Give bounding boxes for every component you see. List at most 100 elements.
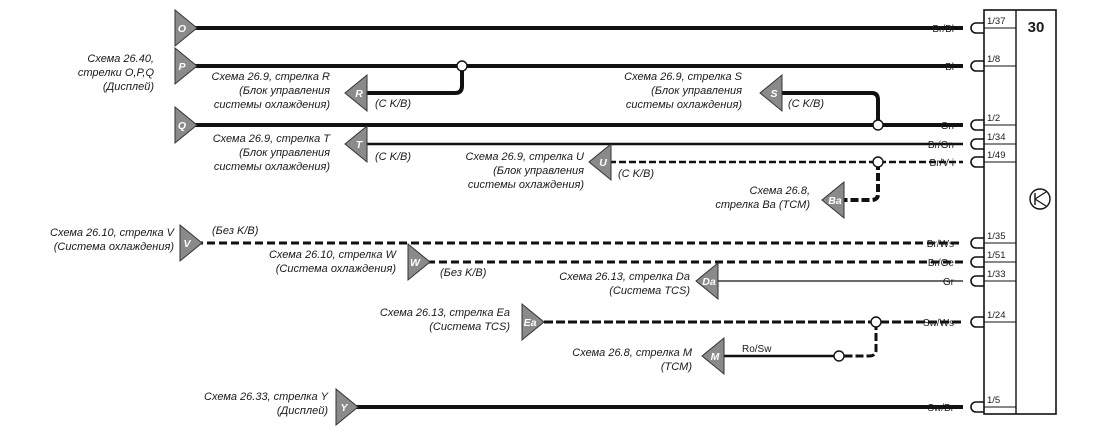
- arrow-Da: Da: [695, 261, 719, 301]
- pin-label: 1/35: [987, 231, 1006, 242]
- pin-label: 1/2: [987, 113, 1000, 124]
- note-M: Схема 26.8, стрелка M (TCM): [572, 347, 693, 373]
- pin-label: 1/33: [987, 269, 1006, 280]
- note-text: стрелка Ba (TCM): [715, 199, 810, 211]
- note-text: (Блок управления: [493, 165, 584, 177]
- note-text: (Блок управления: [239, 85, 330, 97]
- wire-O: Br/Bl: [192, 22, 984, 35]
- wire-T: Br/Gn: [365, 138, 984, 151]
- note-text: стрелки O,P,Q: [78, 67, 155, 79]
- arrow-label: Ea: [524, 317, 537, 329]
- wire-W: Br/Ge: [427, 256, 984, 269]
- pin-Q: 1/2: [984, 113, 1016, 126]
- note-text: (Без K/B): [440, 267, 487, 279]
- note-R: Схема 26.9, стрелка R (Блок управления с…: [212, 71, 412, 111]
- pin-label: 1/49: [987, 150, 1006, 161]
- arrow-label: S: [770, 88, 777, 100]
- note-text: (Без K/B): [212, 225, 259, 237]
- note-text: системы охлаждения): [214, 99, 330, 111]
- wire-U: Br/V i: [609, 156, 984, 169]
- note-text: (С K/B): [788, 98, 824, 110]
- wire-color-label: Br/Bl: [932, 24, 954, 35]
- note-text: Схема 26.9, стрелка T: [213, 133, 332, 145]
- note-S: Схема 26.9, стрелка S (Блок управления с…: [624, 71, 824, 111]
- note-text: (Блок управления: [651, 85, 742, 97]
- arrow-label: P: [178, 61, 186, 73]
- arrow-Y: Y: [335, 387, 359, 426]
- wire-color-label: Gn: [941, 121, 954, 132]
- note-Da: Схема 26.13, стрелка Da (Система TCS): [559, 271, 690, 297]
- arrow-label: T: [356, 139, 364, 151]
- note-text: Схема 26.10, стрелка W: [269, 249, 398, 261]
- arrow-label: Q: [178, 120, 186, 132]
- branch-S: [782, 91, 884, 131]
- note-T: Схема 26.9, стрелка T (Блок управления с…: [213, 133, 412, 173]
- arrow-label: M: [711, 351, 720, 363]
- branch-M: Ro/Sw: [724, 316, 882, 362]
- pin-Ea: 1/24: [984, 310, 1016, 323]
- note-text: (Система TCS): [609, 285, 690, 297]
- note-text: Схема 26.13, стрелка Ea: [380, 307, 510, 319]
- pin-O: 1/37: [984, 16, 1016, 29]
- note-text: системы охлаждения): [468, 179, 584, 191]
- wire-color-label: Br/Gn: [928, 140, 954, 151]
- arrow-U: U: [588, 142, 612, 182]
- arrow-Q: Q: [174, 105, 198, 145]
- arrow-Ea: Ea: [521, 302, 545, 342]
- connector-label: 30: [1028, 19, 1045, 36]
- arrow-V: V: [179, 223, 203, 263]
- note-text: Схема 26.9, стрелка R: [212, 71, 331, 83]
- arrow-label: V: [183, 238, 191, 250]
- note-text: (Дисплей): [103, 81, 155, 93]
- note-text: (Дисплей): [277, 405, 329, 417]
- wire-Q: Gn: [192, 119, 984, 132]
- note-text: (С K/B): [375, 98, 411, 110]
- note-Ba: Схема 26.8, стрелка Ba (TCM): [715, 185, 810, 211]
- note-text: Схема 26.8, стрелка M: [572, 347, 693, 359]
- pin-V: 1/35: [984, 231, 1016, 244]
- note-V: Схема 26.10, стрелка V (Система охлажден…: [50, 225, 259, 253]
- wire-P: Bl: [192, 60, 984, 73]
- note-Ea: Схема 26.13, стрелка Ea (Система TCS): [380, 307, 510, 333]
- arrow-label: U: [599, 157, 607, 169]
- note-text: Схема 26.10, стрелка V: [50, 227, 176, 239]
- arrow-T: T: [344, 124, 368, 164]
- wire-Y: Sw/Br: [355, 401, 984, 414]
- note-W: Схема 26.10, стрелка W (Система охлажден…: [269, 249, 487, 279]
- arrow-label: W: [410, 257, 421, 269]
- note-text: Схема 26.13, стрелка Da: [559, 271, 690, 283]
- note-text: (Система TCS): [429, 321, 510, 333]
- wire-color-label: Ro/Sw: [742, 344, 772, 355]
- note-text: Схема 26.8,: [750, 185, 811, 197]
- branch-R: [367, 60, 468, 95]
- pin-T: 1/34: [984, 132, 1016, 145]
- transistor-symbol-icon: [1029, 188, 1051, 210]
- arrow-label: O: [178, 23, 186, 35]
- pin-label: 1/51: [987, 250, 1006, 261]
- arrow-M: M: [701, 336, 725, 376]
- wire-color-label: Sw/Ws: [923, 318, 954, 329]
- note-text: Схема 26.33, стрелка Y: [204, 391, 329, 403]
- note-text: (С K/B): [618, 168, 654, 180]
- wire-color-label: Gr: [943, 277, 955, 288]
- note-text: Схема 26.40,: [87, 53, 154, 65]
- arrow-label: Ba: [828, 195, 842, 207]
- note-text: Схема 26.9, стрелка S: [624, 71, 743, 83]
- arrow-Ba: Ba: [821, 180, 845, 220]
- note-text: (С K/B): [375, 151, 411, 163]
- pin-Da: 1/33: [984, 269, 1016, 282]
- wire-color-label: Bl: [945, 62, 954, 73]
- note-text: (Система охлаждения): [276, 263, 397, 275]
- wire-Ea: Sw/Ws: [544, 316, 984, 329]
- pin-Y: 1/5: [984, 395, 1016, 408]
- note-text: системы охлаждения): [626, 99, 742, 111]
- pin-U: 1/49: [984, 150, 1016, 163]
- note-U: Схема 26.9, стрелка U (Блок управления с…: [466, 151, 655, 191]
- arrow-label: R: [355, 88, 363, 100]
- arrow-label: Y: [340, 402, 348, 414]
- pin-label: 1/34: [987, 132, 1006, 143]
- pin-label: 1/8: [987, 54, 1000, 65]
- arrow-R: R: [344, 73, 368, 113]
- wire-color-label: Sw/Br: [927, 403, 954, 414]
